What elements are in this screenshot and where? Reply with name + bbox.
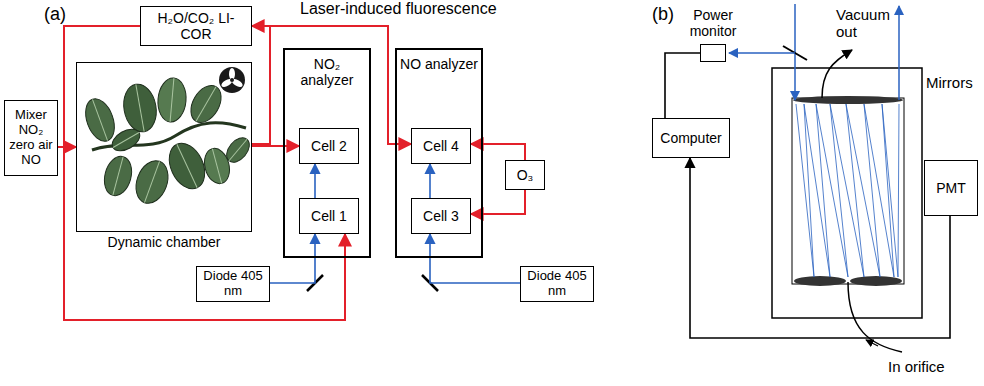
box-label: Diode 405 nm: [524, 269, 590, 299]
leaf: [196, 87, 216, 122]
gas-line: [64, 26, 345, 320]
leaf: [177, 144, 197, 188]
signal-line: [690, 158, 950, 338]
pmt-box: PMT: [924, 160, 978, 216]
diode-box: Diode 405 nm: [196, 266, 270, 302]
leaf: [113, 133, 139, 148]
leaf: [120, 82, 160, 135]
gas-line: [252, 145, 299, 147]
box-label: NO analyzer: [400, 56, 478, 72]
panel-letter: (a): [44, 4, 66, 25]
leaf: [222, 133, 254, 166]
laser-out: [898, 6, 900, 100]
power-monitor-box: Power monitor: [700, 44, 726, 62]
computer-box: Computer: [652, 118, 730, 158]
panel-letter: (b): [652, 4, 674, 25]
leaf: [156, 77, 188, 123]
leaf: [185, 80, 228, 128]
box-label: Cell 2: [311, 138, 347, 154]
box-label: Mixer: [15, 108, 47, 123]
gas-line: [471, 144, 525, 160]
leaf: [100, 153, 135, 198]
leaf: [130, 156, 173, 208]
cell-box: Cell 2: [299, 128, 359, 164]
laser-beam: [270, 234, 315, 283]
box-label: Dynamic chamber: [108, 234, 221, 250]
leaf: [80, 95, 119, 145]
leaf: [100, 153, 135, 198]
section-title: Laser-induced fluorescence: [300, 0, 497, 18]
part-label: Mirrors: [926, 74, 973, 91]
gas-line: [252, 26, 411, 144]
cell-box: Cell 3: [411, 198, 471, 234]
bottom-mirror: [850, 276, 902, 286]
inlet-tube: [848, 282, 902, 352]
leaf: [109, 125, 144, 156]
cell-box: Cell 4: [411, 128, 471, 164]
analyzer-housing: NO analyzerCell 4 Cell 3: [395, 48, 483, 258]
analyzer-housing: NO₂ analyzerCell 2 Cell 1: [283, 48, 371, 258]
box-label: Power monitor: [678, 7, 748, 39]
gas-line: [58, 146, 76, 148]
box-label: Cell 3: [423, 208, 459, 224]
laser-beam: [429, 164, 431, 198]
leaf: [136, 84, 144, 131]
ozone-box: O₃: [505, 160, 545, 190]
leaf: [120, 82, 160, 135]
vacuum-tube: [822, 50, 852, 98]
gas-line: [252, 26, 270, 144]
box-label: Computer: [660, 130, 721, 146]
leaf: [222, 133, 254, 166]
leaf: [156, 77, 188, 123]
plant-stem: [92, 123, 246, 150]
box-label: Cell 1: [311, 208, 347, 224]
bottom-mirror: [794, 276, 846, 286]
analyzer-box: H₂O/CO₂ LI-COR: [140, 6, 252, 46]
part-label: Vacuum out: [836, 6, 898, 41]
leaf: [229, 139, 247, 160]
laser-beam: [314, 164, 316, 198]
box-label: NO₂ analyzer: [288, 56, 366, 88]
fan-symbol: [230, 78, 234, 82]
fan-symbol: [231, 77, 244, 88]
box-label: Cell 4: [423, 138, 459, 154]
leaf: [92, 99, 107, 140]
diode-box: Diode 405 nm: [520, 266, 594, 302]
leaf: [170, 78, 174, 122]
plant-illustration: [80, 77, 254, 208]
leaf: [109, 125, 144, 156]
part-label: In orifice: [888, 358, 945, 375]
leaf: [144, 161, 159, 202]
signal-line: [665, 53, 700, 118]
cell-housing: [772, 68, 922, 318]
multipass-beam: [796, 104, 899, 277]
laser-beam: [430, 234, 520, 283]
box-label: O₃: [517, 167, 534, 183]
box-label: H₂O/CO₂ LI-COR: [144, 10, 248, 42]
leaf: [185, 80, 228, 128]
fan-symbol: [219, 67, 245, 93]
top-mirror: [793, 96, 903, 104]
leaf: [130, 156, 173, 208]
mixer-box: MixerNO₂ zero air NO: [4, 100, 58, 176]
fan-symbol: [220, 77, 233, 88]
leaf: [113, 157, 123, 196]
leaf: [80, 95, 119, 145]
gas-line: [471, 190, 525, 214]
split-beam: [729, 52, 795, 54]
chamber-box: Dynamic chamber: [76, 62, 252, 232]
flow-arrow: [866, 340, 878, 346]
leaf: [212, 149, 221, 184]
fan-symbol: [219, 67, 245, 93]
box-label: NO₂ zero air NO: [8, 123, 54, 168]
box-label: Diode 405 nm: [200, 269, 266, 299]
cell-cylinder: [792, 98, 904, 284]
box-label: PMT: [936, 180, 966, 196]
cell-box: Cell 1: [299, 198, 359, 234]
